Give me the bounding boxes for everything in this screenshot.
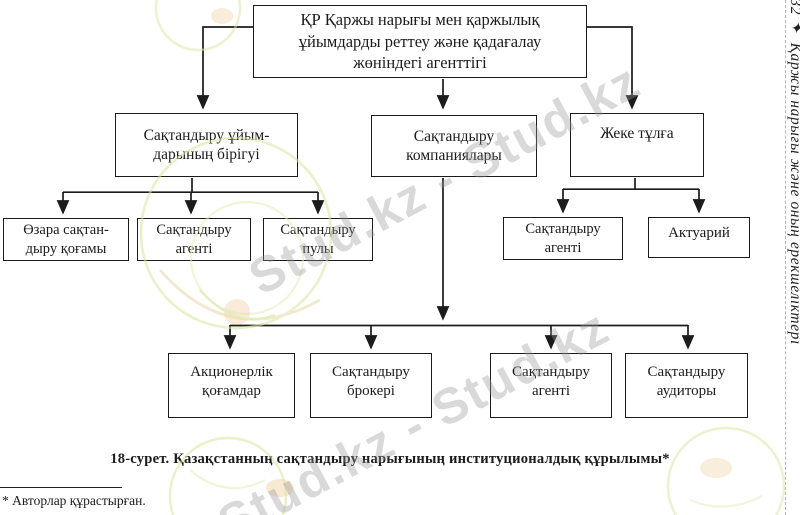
- node-insurance-org-union: Сақтандыру ұйым- дарының бірігуі: [115, 113, 298, 177]
- page-margin-divider: [785, 0, 786, 515]
- node-mutual-insurance-society: Өзара сақтан- дыру қоғамы: [3, 218, 129, 261]
- node-insurance-broker: Сақтандыру брокері: [310, 353, 432, 418]
- node-insurance-pool: Сақтандыру пулы: [263, 218, 373, 261]
- node-actuary: Актуарий: [648, 217, 750, 258]
- node-insurance-agent-right: Сақтандыру агенті: [503, 217, 623, 260]
- node-insurance-companies: Сақтандыру компаниялары: [371, 115, 537, 177]
- node-insurance-agent-left: Сақтандыру агенті: [137, 218, 251, 261]
- node-insurance-agent-bottom: Сақтандыру агенті: [490, 353, 612, 418]
- footnote-rule: [0, 487, 122, 488]
- margin-page-header: 132 ✦ Қаржы нарығы және оның ерекшелікте…: [787, 0, 800, 345]
- node-individual-person: Жеке тұлға: [570, 113, 704, 177]
- figure-caption: 18-сурет. Қазақстанның сақтандыру нарығы…: [110, 451, 670, 467]
- node-agency-root: ҚР Қаржы нарығы мен қаржылық ұйымдарды р…: [253, 5, 587, 78]
- footnote-text: * Авторлар құрастырған.: [2, 493, 146, 508]
- node-insurance-auditor: Сақтандыру аудиторы: [625, 353, 748, 418]
- node-joint-stock-companies: Акционерлік қоғамдар: [168, 353, 295, 418]
